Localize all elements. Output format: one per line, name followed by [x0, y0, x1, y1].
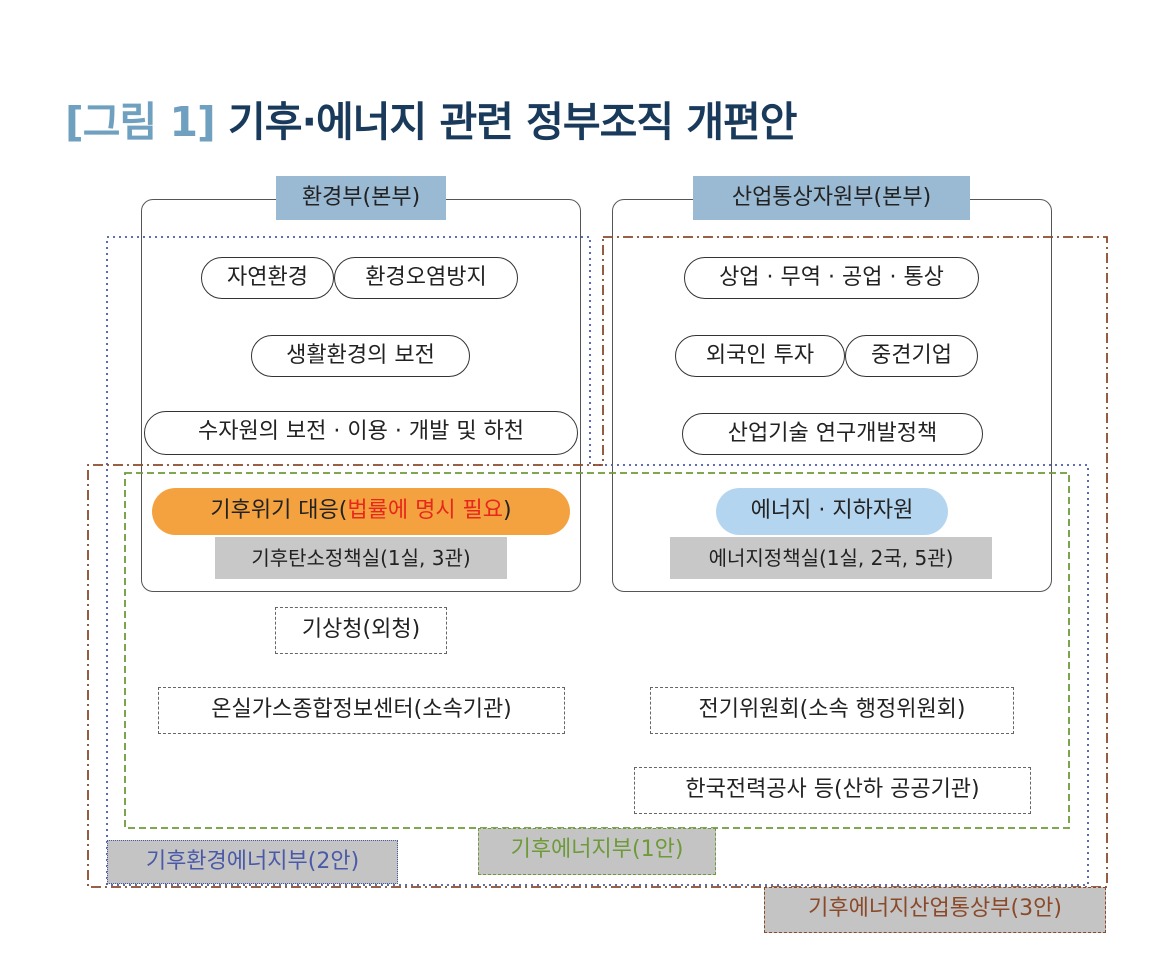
electricity-commission: 전기위원회(소속 행정위원회)	[650, 687, 1014, 734]
option2-boundary	[106, 236, 1089, 886]
option1-label: 기후에너지부(1안)	[478, 828, 716, 875]
env-ministry-header: 환경부(본부)	[276, 176, 446, 220]
climate-response-close: )	[503, 498, 512, 523]
trade-ministry-header: 산업통상자원부(본부)	[693, 176, 970, 220]
trade-item-commerce: 상업 · 무역 · 공업 · 통상	[684, 257, 979, 299]
energy-resources-pill: 에너지 · 지하자원	[716, 488, 948, 535]
kepco-group: 한국전력공사 등(산하 공공기관)	[634, 767, 1031, 814]
option3-label: 기후에너지산업통상부(3안)	[764, 887, 1106, 933]
option3-boundary	[87, 236, 1108, 888]
trade-item-investment: 외국인 투자	[675, 335, 845, 377]
climate-response-pill: 기후위기 대응(법률에 명시 필요)	[152, 488, 570, 535]
kma-agency: 기상청(외청)	[275, 607, 447, 654]
trade-item-midsize: 중견기업	[845, 335, 978, 377]
trade-item-rnd: 산업기술 연구개발정책	[682, 413, 983, 455]
ghg-center: 온실가스종합정보센터(소속기관)	[158, 687, 565, 734]
climate-carbon-office: 기후탄소정책실(1실, 3관)	[215, 537, 507, 579]
figure-title: [그림 1] 기후·에너지 관련 정부조직 개편안	[65, 88, 797, 148]
env-item-nature: 자연환경	[201, 257, 334, 299]
figure-number: [그림 1]	[65, 98, 216, 146]
climate-law-note: 법률에 명시 필요	[347, 498, 504, 523]
climate-response-text: 기후위기 대응(	[210, 498, 348, 523]
energy-policy-office: 에너지정책실(1실, 2국, 5관)	[670, 537, 992, 579]
env-item-living: 생활환경의 보전	[251, 335, 470, 377]
figure-heading: 기후·에너지 관련 정부조직 개편안	[228, 98, 797, 146]
env-item-pollution: 환경오염방지	[334, 257, 518, 299]
option2-label: 기후환경에너지부(2안)	[107, 840, 398, 884]
env-item-water: 수자원의 보전 · 이용 · 개발 및 하천	[144, 411, 578, 455]
